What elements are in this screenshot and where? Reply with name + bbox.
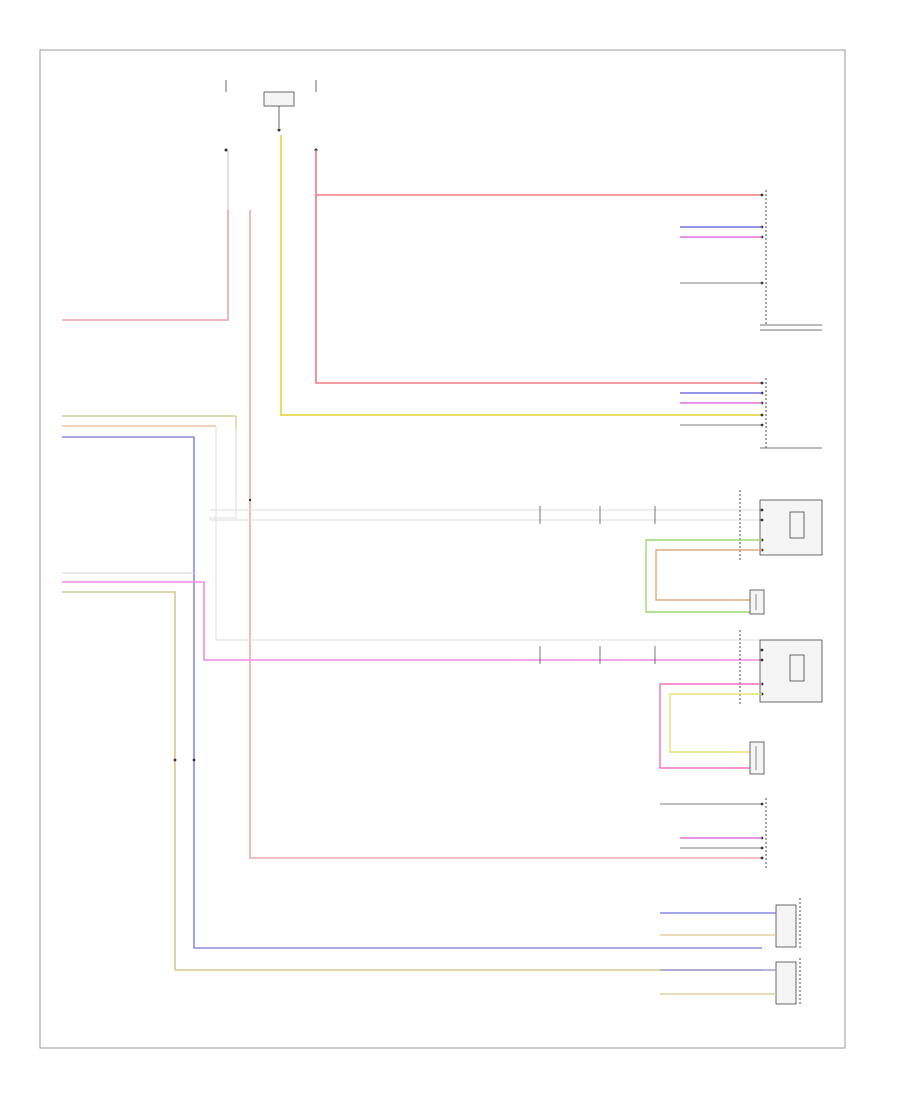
wire-pink-feed: [62, 210, 229, 321]
left-front-speaker: [739, 490, 823, 560]
right-front-speaker: [739, 630, 823, 706]
rear-speaker-upper: [775, 898, 801, 950]
module-middle-right: [760, 378, 822, 449]
inline-connectors: [539, 506, 656, 664]
diagram-frame: [39, 49, 846, 1049]
wire-yellow-ign: [280, 135, 762, 416]
wire-red-batt-upper: [315, 150, 762, 196]
rear-speaker-lower: [775, 958, 801, 1006]
wire-red-batt-lower: [315, 195, 762, 384]
wire-pink-long: [249, 210, 762, 859]
top-fuse-block: [224, 80, 318, 152]
right-tweeter: [749, 741, 765, 775]
module-upper-right: [760, 190, 822, 331]
module-lower-right: [760, 798, 767, 870]
left-tweeter: [749, 589, 765, 615]
